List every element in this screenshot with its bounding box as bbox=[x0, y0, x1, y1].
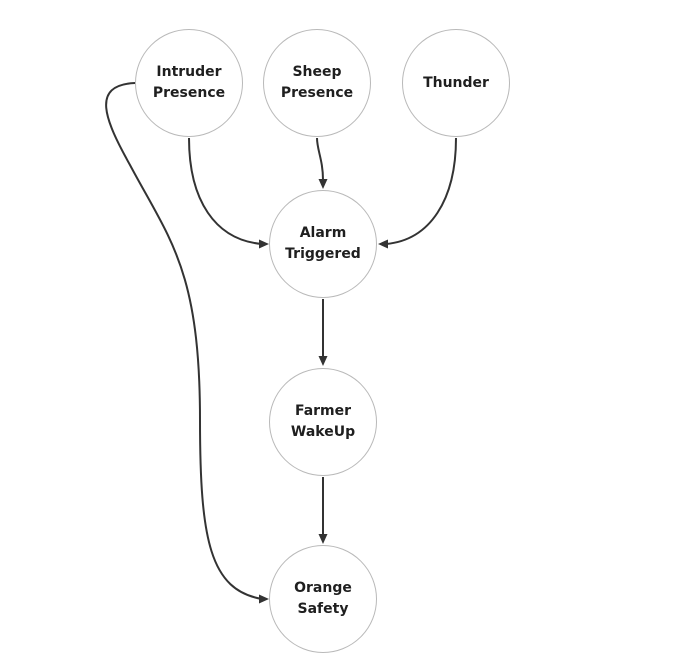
node-label-line2: Safety bbox=[297, 601, 349, 617]
node-label-line2: Presence bbox=[280, 85, 354, 101]
arrowhead-alarm-triggered-to-farmer-wakeup bbox=[318, 356, 328, 366]
node-label-line1: Alarm bbox=[299, 225, 347, 241]
node-label-line2: WakeUp bbox=[290, 424, 356, 440]
node-orange-safety[interactable]: Orange Safety bbox=[269, 545, 377, 653]
arrowhead-sheep-presence-to-alarm-triggered bbox=[318, 179, 328, 189]
arrowhead-intruder-presence-to-alarm-triggered bbox=[259, 239, 269, 249]
node-label-line1: Thunder bbox=[423, 74, 489, 91]
node-intruder-presence[interactable]: Intruder Presence bbox=[135, 29, 243, 137]
arrowhead-intruder-presence-to-orange-safety bbox=[259, 594, 269, 604]
node-thunder[interactable]: Thunder bbox=[402, 29, 510, 137]
node-label-line1: Farmer bbox=[294, 403, 352, 419]
node-farmer-wakeup[interactable]: Farmer WakeUp bbox=[269, 368, 377, 476]
node-alarm-triggered[interactable]: Alarm Triggered bbox=[269, 190, 377, 298]
arrowhead-farmer-wakeup-to-orange-safety bbox=[318, 534, 328, 544]
node-label-line2: Triggered bbox=[285, 246, 361, 262]
node-label-line2: Presence bbox=[152, 85, 226, 101]
node-label-line1: Intruder bbox=[156, 64, 222, 80]
arrowhead-thunder-to-alarm-triggered bbox=[378, 239, 388, 249]
node-label-line1: Sheep bbox=[292, 64, 342, 80]
edge-sheep-presence-to-alarm-triggered bbox=[316, 137, 324, 181]
node-sheep-presence[interactable]: Sheep Presence bbox=[263, 29, 371, 137]
node-label-line1: Orange bbox=[294, 580, 352, 596]
edge-intruder-presence-to-orange-safety bbox=[105, 82, 263, 600]
edge-intruder-presence-to-alarm-triggered bbox=[188, 137, 263, 245]
edge-thunder-to-alarm-triggered bbox=[385, 137, 457, 245]
